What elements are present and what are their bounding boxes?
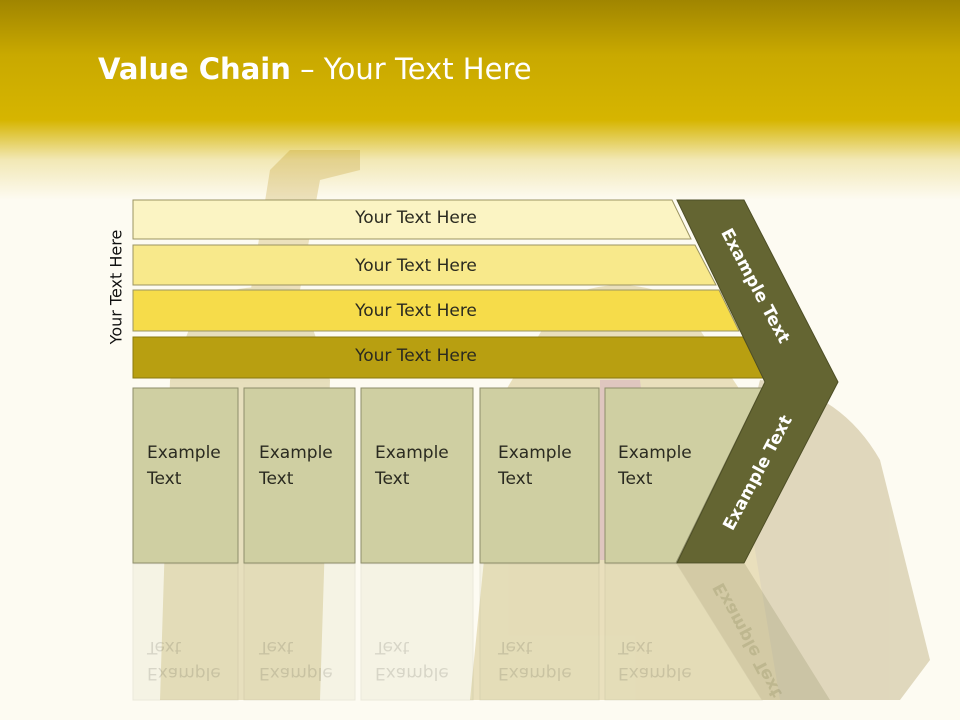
chain-bar-3: [132, 289, 740, 332]
box-reflection-3: Example Text: [375, 637, 449, 683]
activity-box-3: [360, 387, 474, 564]
box-label-5: Example Text: [618, 443, 692, 489]
page-title: Value Chain – Your Text Here: [98, 52, 532, 86]
box-label-3: Example Text: [375, 443, 449, 489]
box-reflection-5: Example Text: [618, 637, 692, 683]
chain-bar-2: [132, 244, 717, 286]
header-banner: [0, 0, 960, 200]
bar-label-2: Your Text Here: [355, 256, 477, 276]
activity-box-4: [479, 387, 600, 564]
bar-label-3: Your Text Here: [355, 301, 477, 321]
title-bold: Value Chain: [98, 52, 291, 86]
box-reflection-1: Example Text: [147, 637, 221, 683]
activity-box-5: [604, 387, 763, 564]
box-label-1: Example Text: [147, 443, 221, 489]
bar-label-4: Your Text Here: [355, 346, 477, 366]
value-arrow: [676, 199, 839, 564]
box-label-2: Example Text: [259, 443, 333, 489]
side-label-text: Your Text Here: [106, 229, 126, 345]
activity-box-2: [243, 387, 356, 564]
title-rest: – Your Text Here: [290, 52, 532, 86]
box-label-4: Example Text: [498, 443, 572, 489]
activity-box-1: [132, 387, 239, 564]
chain-bar-1: [132, 199, 692, 240]
boxes-reflection: [132, 563, 830, 701]
box-reflection-4: Example Text: [498, 637, 572, 683]
bar-label-1: Your Text Here: [355, 208, 477, 228]
box-reflection-2: Example Text: [259, 637, 333, 683]
